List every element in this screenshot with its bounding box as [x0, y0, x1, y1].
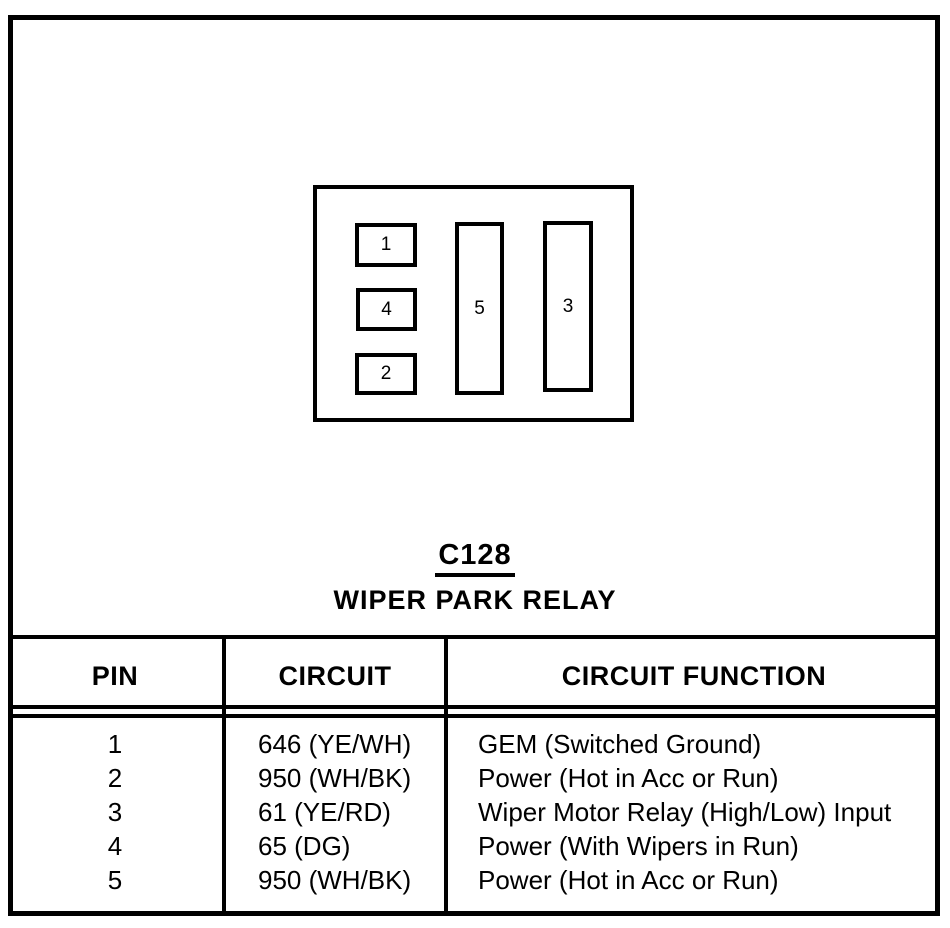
connector-pin-5: 5: [455, 222, 504, 395]
connector-pin-2: 2: [355, 353, 417, 395]
connector-pin-3: 3: [543, 221, 593, 392]
pin-cell: 5: [107, 865, 123, 895]
table-header-box: [8, 635, 940, 709]
connector-pin-1: 1: [355, 223, 417, 267]
connector-id: C128: [435, 541, 515, 577]
circuit-cell: 950 (WH/BK): [258, 763, 412, 793]
pin-cell: 4: [107, 831, 123, 861]
circuit-function-cell: Power (With Wipers in Run): [478, 831, 799, 861]
connector-id-row: C128: [0, 541, 950, 577]
table-column-divider-2: [444, 635, 448, 916]
connector-name: WIPER PARK RELAY: [333, 585, 617, 615]
connector-diagram: 1 4 2 5 3: [313, 185, 634, 422]
pin-cell: 2: [107, 763, 123, 793]
pin-label: 1: [380, 234, 392, 255]
pin-cell: 3: [107, 797, 123, 827]
table-row: 1 646 (YE/WH) GEM (Switched Ground): [8, 727, 940, 761]
table-row: 3 61 (YE/RD) Wiper Motor Relay (High/Low…: [8, 795, 940, 829]
column-header-pin: PIN: [91, 661, 139, 691]
circuit-function-cell: GEM (Switched Ground): [478, 729, 762, 759]
circuit-function-cell: Power (Hot in Acc or Run): [478, 763, 779, 793]
pin-label: 2: [380, 363, 392, 384]
table-column-divider-1: [222, 635, 226, 916]
column-header-circuit: CIRCUIT: [278, 661, 392, 691]
pin-label: 5: [474, 297, 485, 319]
circuit-cell: 65 (DG): [258, 831, 351, 861]
pin-label: 3: [562, 295, 574, 317]
pin-cell: 1: [107, 729, 123, 759]
table-body-box: [8, 714, 940, 916]
table-row: 4 65 (DG) Power (With Wipers in Run): [8, 829, 940, 863]
circuit-cell: 61 (YE/RD): [258, 797, 391, 827]
table-row: 5 950 (WH/BK) Power (Hot in Acc or Run): [8, 863, 940, 897]
pin-label: 4: [381, 298, 392, 320]
circuit-function-cell: Wiper Motor Relay (High/Low) Input: [478, 797, 892, 827]
table-row: 2 950 (WH/BK) Power (Hot in Acc or Run): [8, 761, 940, 795]
circuit-function-cell: Power (Hot in Acc or Run): [478, 865, 779, 895]
connector-pin-4: 4: [356, 288, 417, 331]
circuit-cell: 646 (YE/WH): [258, 729, 412, 759]
column-header-circuit-function: CIRCUIT FUNCTION: [561, 661, 827, 691]
circuit-cell: 950 (WH/BK): [258, 865, 412, 895]
